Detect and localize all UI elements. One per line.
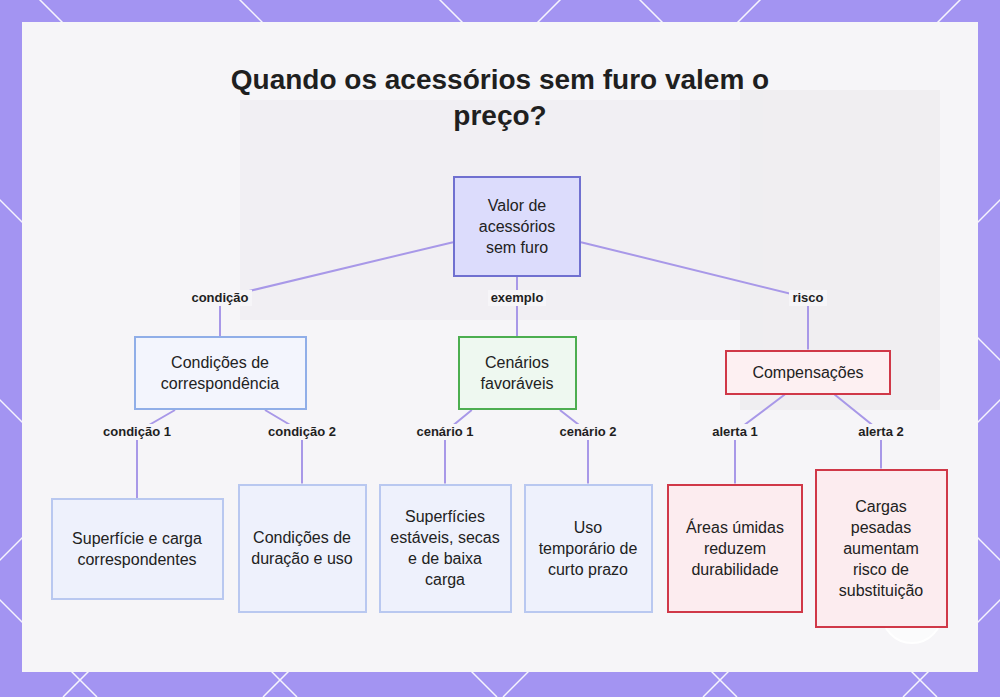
node-label: Cargas pesadas aumentam risco de substit… (825, 496, 938, 601)
edge-label: condição 1 (100, 424, 174, 440)
edge-label: exemplo (488, 290, 547, 306)
node-label: Superfície e carga correspondentes (61, 528, 214, 570)
concept-box: Valor de acessórios sem furo (453, 176, 581, 277)
connector-line (581, 242, 808, 349)
concept-box: Superfícies estáveis, secas e de baixa c… (379, 484, 512, 613)
concept-box: Áreas úmidas reduzem durabilidade (667, 484, 803, 613)
node-label: Áreas úmidas reduzem durabilidade (677, 517, 793, 580)
node-label: Condições de correspondência (144, 352, 297, 394)
concept-box: Cenários favoráveis (458, 336, 577, 410)
edge-label: cenário 2 (556, 424, 619, 440)
node-label: Uso temporário de curto prazo (534, 517, 643, 580)
connector-line (560, 410, 588, 484)
connector-line (220, 242, 453, 336)
edge-label: condição (188, 290, 251, 306)
node-label: Cenários favoráveis (468, 352, 567, 394)
concept-box: Condições de duração e uso (238, 484, 367, 613)
edge-label: condição 2 (265, 424, 339, 440)
concept-box: Compensações (725, 350, 891, 395)
node-label: Valor de acessórios sem furo (463, 195, 571, 258)
concept-box: Cargas pesadas aumentam risco de substit… (815, 469, 948, 628)
panel (22, 22, 978, 672)
concept-box: Superfície e carga correspondentes (51, 498, 224, 600)
concept-box: Uso temporário de curto prazo (524, 484, 653, 613)
edge-label: cenário 1 (413, 424, 476, 440)
edge-label: risco (789, 290, 826, 306)
connector-line (265, 410, 302, 484)
blurred-photo (240, 90, 940, 410)
connector-line (445, 410, 472, 484)
title-text: Quando os acessórios sem furo valem o pr… (200, 62, 800, 134)
node-label: Condições de duração e uso (248, 527, 357, 569)
concept-box: Condições de correspondência (134, 336, 307, 410)
edge-label: alerta 2 (855, 424, 907, 440)
node-label: Superfícies estáveis, secas e de baixa c… (389, 506, 502, 590)
edge-label: alerta 1 (709, 424, 761, 440)
node-label: Compensações (752, 362, 863, 383)
connector-line (516, 277, 518, 337)
diagram-title: Quando os acessórios sem furo valem o pr… (200, 62, 800, 134)
